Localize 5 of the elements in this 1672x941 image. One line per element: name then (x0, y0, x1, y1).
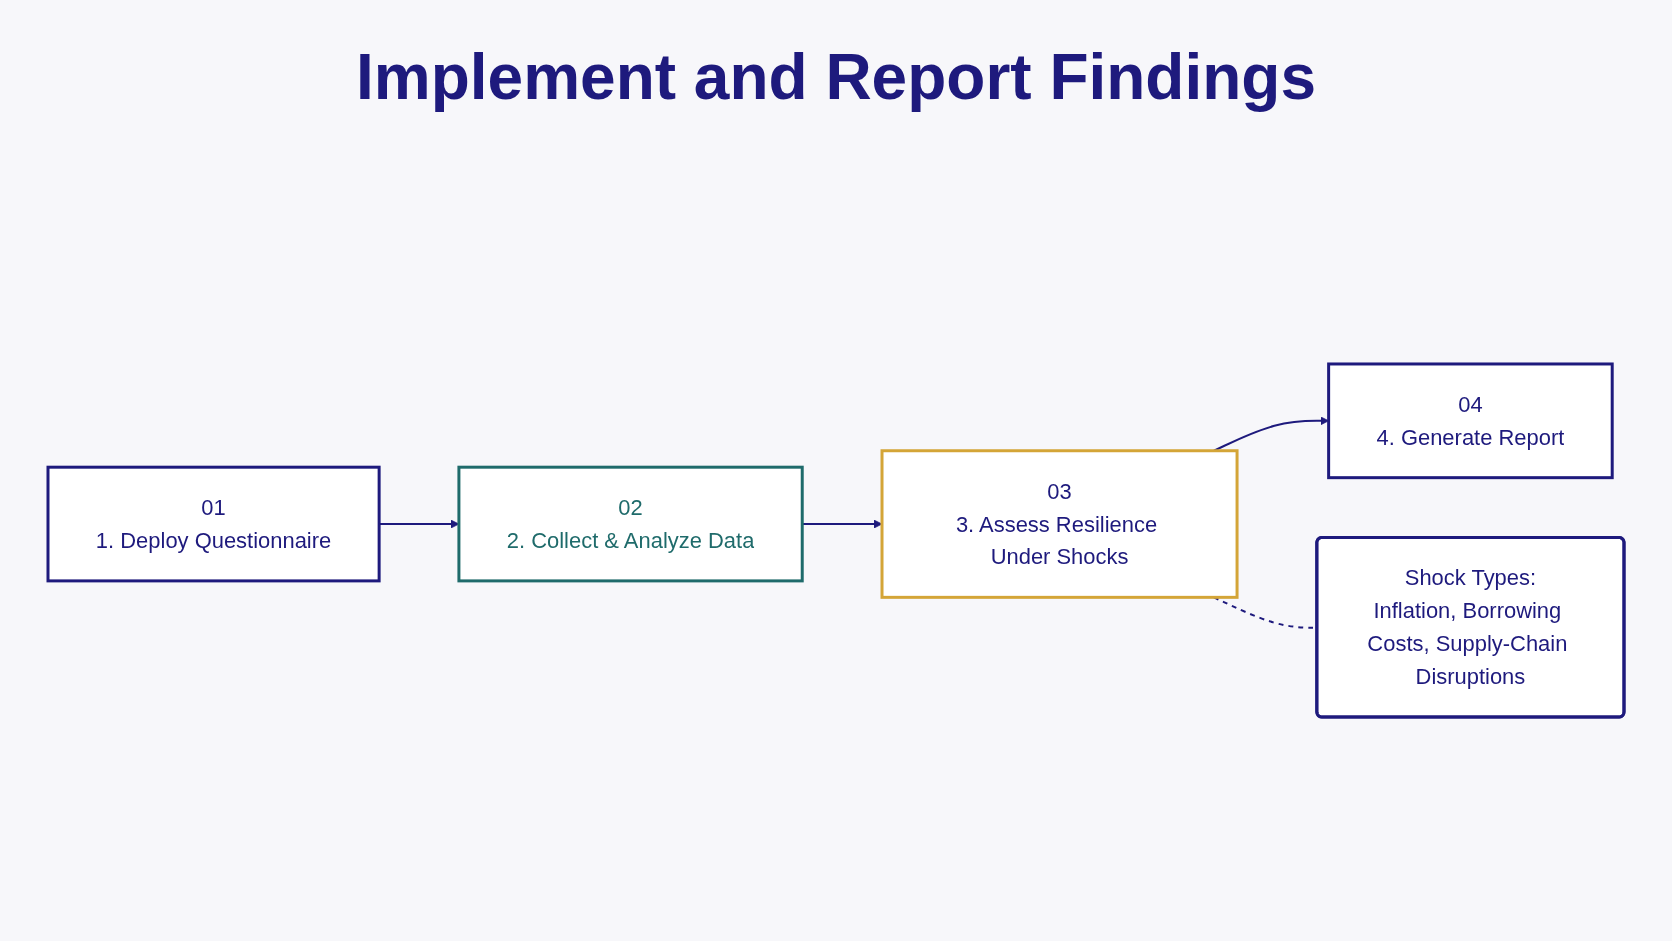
node-box: 02 2. Collect & Analyze Data (457, 465, 804, 582)
node-box: 04 4. Generate Report (1327, 362, 1614, 479)
node-box: 03 3. Assess Resilience Under Shocks (880, 448, 1239, 599)
title: Implement and Report Findings (356, 40, 1316, 114)
node-box: 01 1. Deploy Questionnaire (46, 465, 381, 582)
